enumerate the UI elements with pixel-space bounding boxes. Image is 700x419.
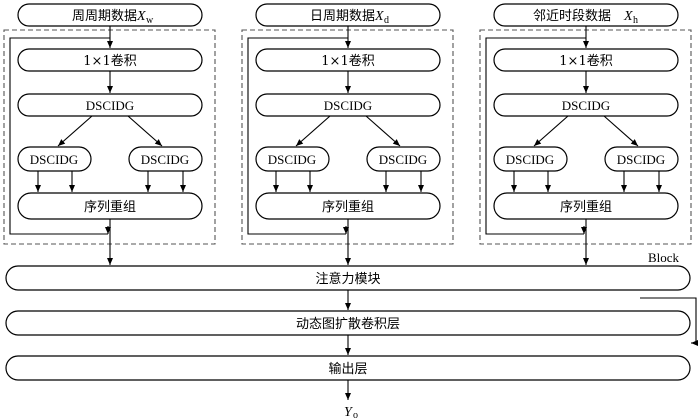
dgcn-label: 动态图扩散卷积层 <box>296 316 400 332</box>
reorg-label: 序列重组 <box>560 199 612 215</box>
dscidg-label: DSCIDG <box>324 98 372 113</box>
branch-arrows <box>9 26 186 265</box>
dscidg-right-box <box>128 146 203 172</box>
branch-daily: 日周期数据 X d 1×1卷积 DSCIDG DSCIDG DSCIDG 序列重… <box>241 3 454 265</box>
branch-arrows <box>485 26 662 265</box>
output-layer-label: 输出层 <box>328 361 367 377</box>
reorg-label: 序列重组 <box>322 199 374 215</box>
input-sub-weekly: w <box>146 15 154 26</box>
conv-label: 1×1卷积 <box>321 53 374 69</box>
block-label: Block <box>648 250 680 265</box>
input-label-recent: 邻近时段数据 <box>533 9 611 24</box>
input-label-weekly: 周周期数据 <box>72 9 137 24</box>
branch-arrows <box>247 26 424 265</box>
dscidg-left-box <box>17 146 92 172</box>
input-var-weekly: X <box>136 9 146 24</box>
output-sub: o <box>353 410 358 419</box>
dscidg-box <box>17 93 203 117</box>
branch-weekly: 周周期数据 X w 1×1卷积 DSCIDG DSCIDG DSCIDG 序列重… <box>3 3 216 265</box>
dscidg-right-box <box>604 146 679 172</box>
dscidg-right-label: DSCIDG <box>141 152 189 167</box>
dscidg-left-label: DSCIDG <box>506 152 554 167</box>
dscidg-left-label: DSCIDG <box>30 152 78 167</box>
dscidg-left-box <box>493 146 568 172</box>
dscidg-label: DSCIDG <box>562 98 610 113</box>
dscidg-box <box>255 93 441 117</box>
dscidg-label: DSCIDG <box>86 98 134 113</box>
dscidg-left-label: DSCIDG <box>268 152 316 167</box>
input-sub-daily: d <box>384 15 389 26</box>
input-label-daily: 日周期数据 <box>310 9 375 24</box>
branch-recent: 邻近时段数据 X h 1×1卷积 DSCIDG DSCIDG DSCIDG 序列… <box>479 3 692 265</box>
dscidg-right-label: DSCIDG <box>617 152 665 167</box>
input-var-recent: X <box>623 9 633 24</box>
conv-label: 1×1卷积 <box>559 53 612 69</box>
main-arrows <box>345 290 698 400</box>
conv-label: 1×1卷积 <box>83 53 136 69</box>
dscidg-right-box <box>366 146 441 172</box>
reorg-label: 序列重组 <box>84 199 136 215</box>
dscidg-box <box>493 93 679 117</box>
dscidg-right-label: DSCIDG <box>379 152 427 167</box>
output-var: Y <box>344 405 354 419</box>
input-sub-recent: h <box>633 15 638 26</box>
attention-label: 注意力模块 <box>315 271 380 287</box>
dscidg-left-box <box>255 146 330 172</box>
input-var-daily: X <box>374 9 384 24</box>
